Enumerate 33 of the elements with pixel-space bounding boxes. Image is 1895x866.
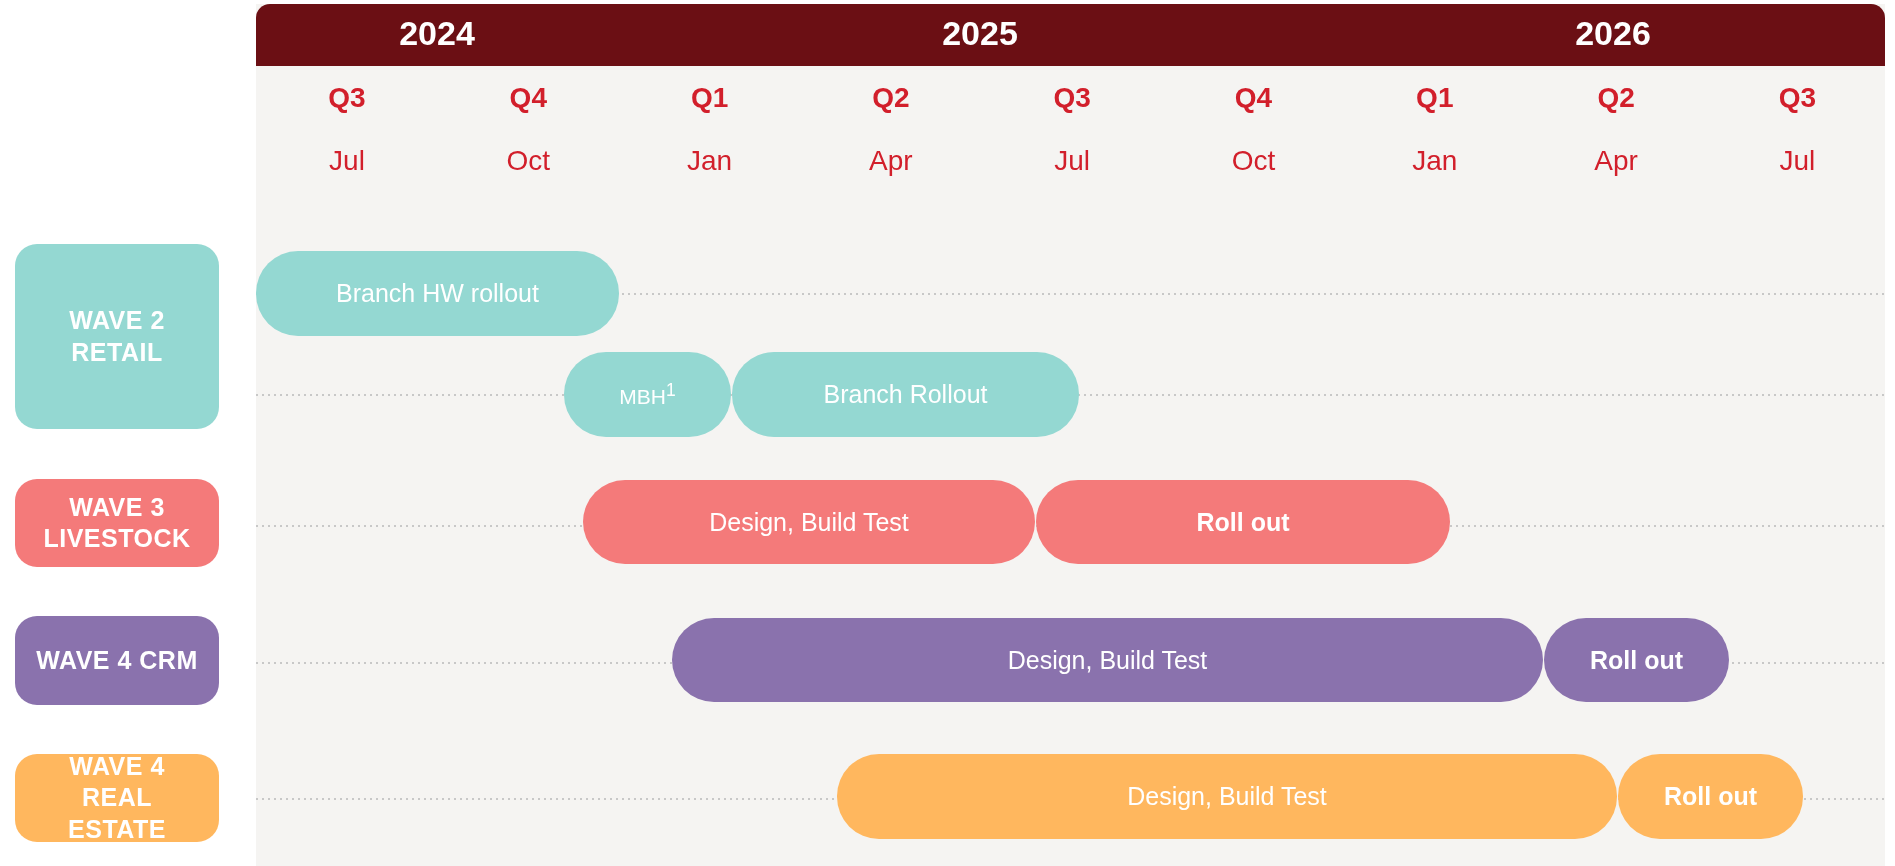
quarter-label: Q4 bbox=[1234, 82, 1273, 114]
wave-label-box: WAVE 4 REAL ESTATE bbox=[15, 754, 219, 842]
timeline-bar: Design, Build Test bbox=[672, 618, 1543, 702]
month-label: Apr bbox=[1594, 145, 1638, 177]
month-label: Apr bbox=[869, 145, 913, 177]
quarter-label: Q2 bbox=[1597, 82, 1635, 114]
timeline-bar: Branch HW rollout bbox=[256, 251, 619, 336]
month-label: Jul bbox=[1779, 145, 1816, 177]
wave-label-box: WAVE 3 LIVESTOCK bbox=[15, 479, 219, 567]
wave-label-box: WAVE 2 RETAIL bbox=[15, 244, 219, 429]
quarter-label: Q3 bbox=[1778, 82, 1817, 114]
timeline-bar: Roll out bbox=[1618, 754, 1803, 839]
quarter-label: Q3 bbox=[328, 82, 366, 114]
month-label: Jul bbox=[329, 145, 365, 177]
timeline-bar: Branch Rollout bbox=[732, 352, 1079, 437]
timeline-bar: Roll out bbox=[1544, 618, 1729, 702]
quarter-label: Q3 bbox=[1053, 82, 1091, 114]
year-label: 2026 bbox=[1575, 14, 1651, 53]
month-label: Oct bbox=[1231, 145, 1276, 177]
quarter-label: Q2 bbox=[872, 82, 910, 114]
year-label: 2025 bbox=[942, 14, 1018, 53]
timeline-bar: Design, Build Test bbox=[583, 480, 1035, 564]
quarter-label: Q1 bbox=[690, 82, 729, 114]
timeline-bar: Roll out bbox=[1036, 480, 1450, 564]
quarter-label: Q4 bbox=[509, 82, 547, 114]
month-label: Jan bbox=[687, 145, 733, 177]
month-label: Oct bbox=[506, 145, 551, 177]
quarter-label: Q1 bbox=[1416, 82, 1454, 114]
month-label: Jan bbox=[1412, 145, 1458, 177]
wave-label-box: WAVE 4 CRM bbox=[15, 616, 219, 705]
year-label: 2024 bbox=[399, 14, 475, 53]
month-label: Jul bbox=[1054, 145, 1091, 177]
timeline-bar: Design, Build Test bbox=[837, 754, 1617, 839]
